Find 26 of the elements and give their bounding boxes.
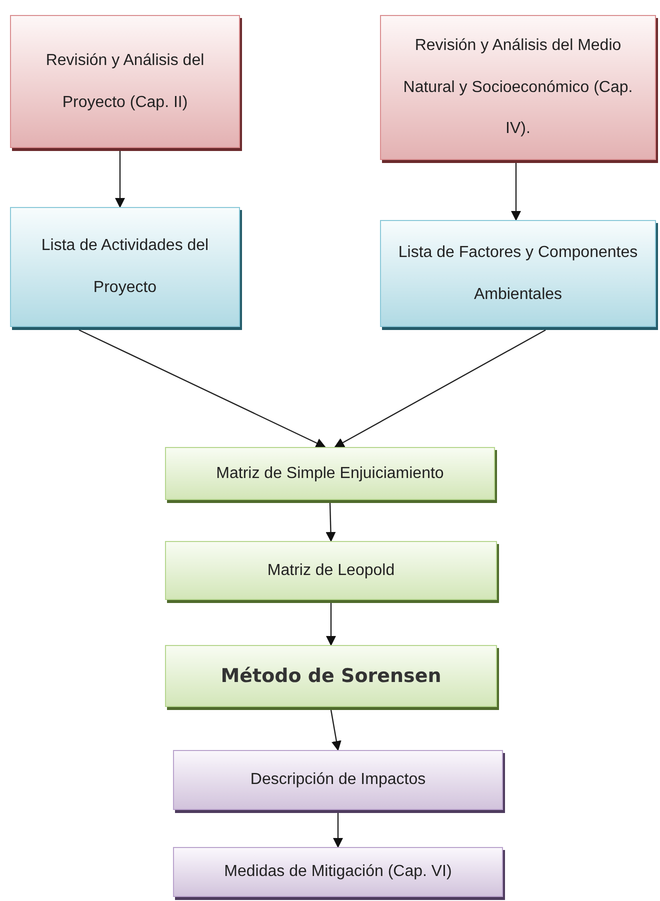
process-box xyxy=(165,541,497,600)
process-box xyxy=(173,750,503,810)
box-label: Lista de Factores y Componentes Ambientales xyxy=(397,242,639,304)
process-box xyxy=(380,220,656,327)
process-box xyxy=(165,645,497,707)
process-box xyxy=(165,447,495,500)
box-label: Matriz de Simple Enjuiciamiento xyxy=(216,464,444,484)
arrow xyxy=(511,163,521,221)
box-label: Medidas de Mitigación (Cap. VI) xyxy=(224,862,452,882)
arrow xyxy=(326,502,336,542)
process-box xyxy=(173,847,503,897)
process-box xyxy=(10,207,240,327)
arrow xyxy=(333,813,343,848)
arrow xyxy=(115,151,125,208)
box-label: Descripción de Impactos xyxy=(250,770,426,790)
arrow xyxy=(334,329,546,448)
box-label: Lista de Actividades del Proyecto xyxy=(40,236,210,298)
box-label: Método de Sorensen xyxy=(220,664,442,689)
process-box xyxy=(380,15,656,160)
box-label: Revisión y Análisis del Proyecto (Cap. II) xyxy=(44,50,206,112)
box-label: Revisión y Análisis del Medio Natural y Socioeconómico (Cap. IV). xyxy=(402,36,634,140)
arrow xyxy=(78,329,326,448)
arrow xyxy=(330,710,342,751)
arrow xyxy=(326,603,336,646)
process-box xyxy=(10,15,240,148)
box-label: Matriz de Leopold xyxy=(267,560,395,581)
